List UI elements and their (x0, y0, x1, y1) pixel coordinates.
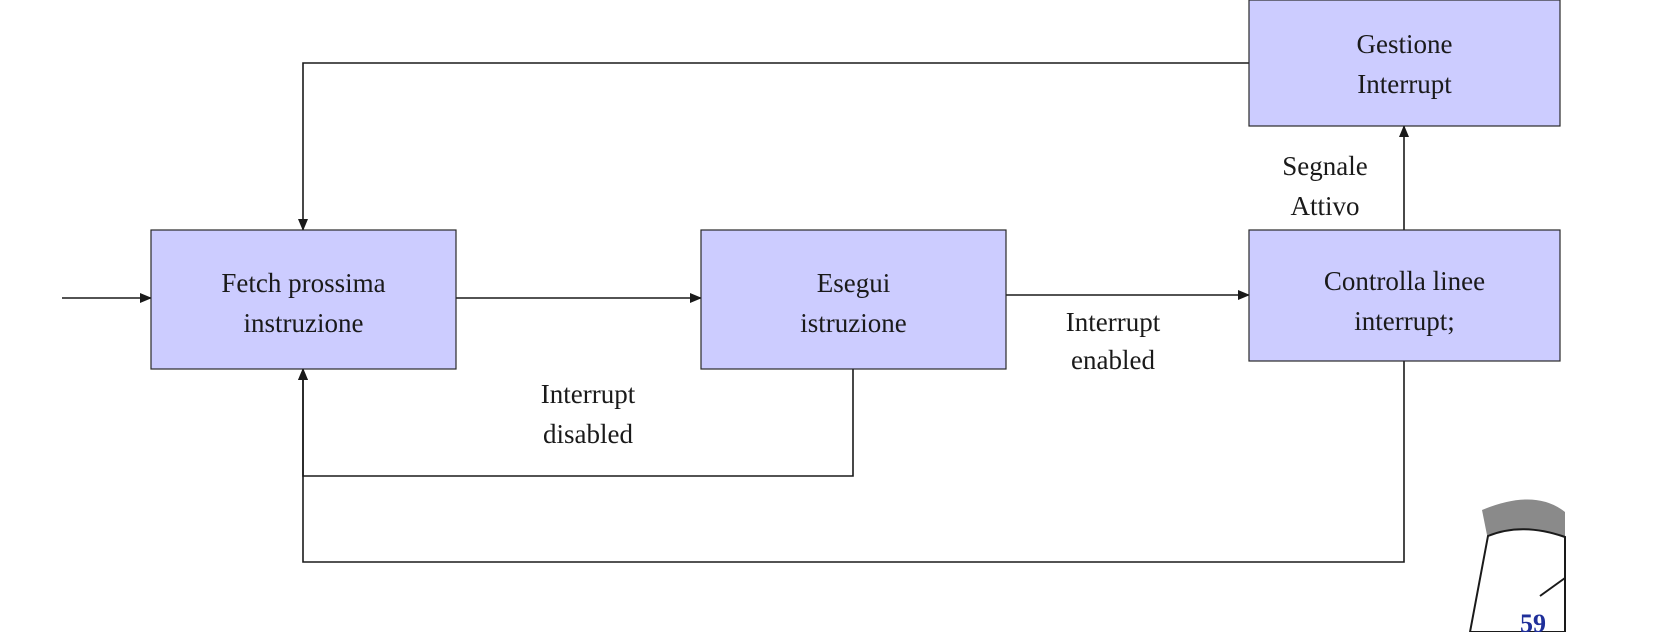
fetch-box-line2: instruzione (244, 308, 364, 338)
interrupt-enabled-line1: Interrupt (1066, 307, 1161, 337)
esegui-box-line1: Esegui (817, 268, 891, 298)
interrupt-disabled-label: Interrupt disabled (541, 379, 636, 449)
signal-active-line2: Attivo (1290, 191, 1359, 221)
execute-instruction-box: Esegui istruzione (700, 229, 1007, 370)
gestione-box-line1: Gestione (1357, 29, 1453, 59)
controlla-no-interrupt-return-arrow (298, 361, 1405, 563)
signal-active-label: Segnale Attivo (1282, 151, 1367, 221)
page-number: 59 (1520, 609, 1546, 632)
check-interrupt-lines-box: Controlla linee interrupt; (1248, 229, 1561, 362)
signal-active-line1: Segnale (1282, 151, 1367, 181)
gestione-box-line2: Interrupt (1357, 69, 1452, 99)
page-curl-decoration: 59 (1468, 499, 1566, 632)
interrupt-enabled-label: Interrupt enabled (1066, 307, 1161, 375)
interrupt-disabled-line2: disabled (543, 419, 633, 449)
gestione-return-arrow (298, 62, 1249, 231)
interrupt-enabled-line2: enabled (1071, 345, 1155, 375)
interrupt-handling-box: Gestione Interrupt (1248, 0, 1561, 127)
esegui-box-line2: istruzione (800, 308, 906, 338)
fetch-next-instruction-box: Fetch prossima instruzione (150, 229, 457, 370)
controlla-box-line1: Controlla linee (1324, 266, 1485, 296)
controlla-box-line2: interrupt; (1354, 306, 1454, 336)
fetch-box-line1: Fetch prossima (221, 268, 385, 298)
interrupt-disabled-line1: Interrupt (541, 379, 636, 409)
